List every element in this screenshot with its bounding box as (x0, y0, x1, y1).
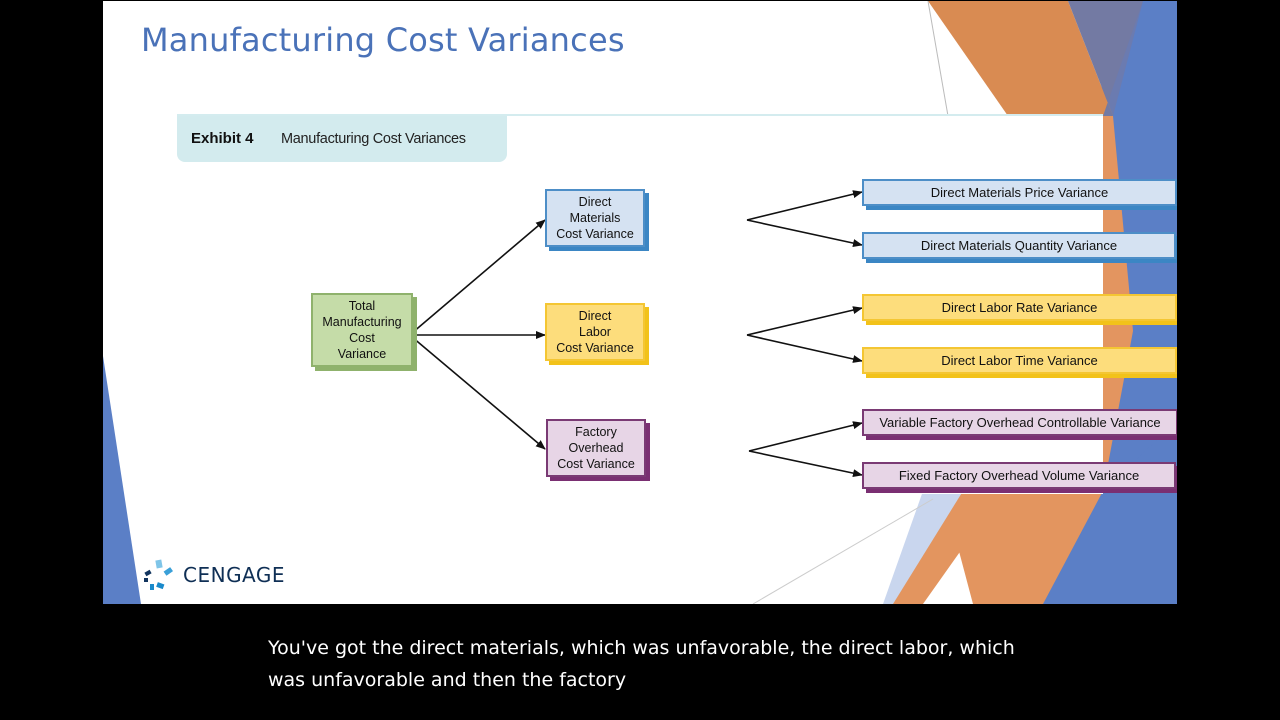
node-total-manufacturing-cost-variance: Total Manufacturing Cost Variance (311, 293, 413, 367)
exhibit-header: Exhibit 4 Manufacturing Cost Variances (177, 116, 507, 162)
node-variable-factory-overhead-controllable-variance: Variable Factory Overhead Controllable V… (862, 409, 1177, 436)
node-direct-labor-rate-variance: Direct Labor Rate Variance (862, 294, 1177, 321)
exhibit-caption: Manufacturing Cost Variances (281, 131, 466, 147)
logo-text: CENGAGE (183, 563, 286, 587)
cengage-logo: CENGAGE (143, 559, 285, 591)
exhibit-label: Exhibit 4 (191, 130, 254, 147)
exhibit-figure: Exhibit 4 Manufacturing Cost Variances (177, 114, 1177, 494)
cengage-logo-icon (144, 559, 173, 590)
node-direct-materials-quantity-variance: Direct Materials Quantity Variance (862, 232, 1176, 259)
node-fixed-factory-overhead-volume-variance: Fixed Factory Overhead Volume Variance (862, 462, 1176, 489)
node-direct-labor-time-variance: Direct Labor Time Variance (862, 347, 1177, 374)
node-direct-materials-cost-variance: Direct Materials Cost Variance (545, 189, 645, 247)
node-direct-labor-cost-variance: Direct Labor Cost Variance (545, 303, 645, 361)
video-subtitle: You've got the direct materials, which w… (268, 637, 1015, 691)
presentation-slide: Manufacturing Cost Variances Exhibit 4 M… (103, 1, 1177, 604)
node-direct-materials-price-variance: Direct Materials Price Variance (862, 179, 1177, 206)
node-factory-overhead-cost-variance: Factory Overhead Cost Variance (546, 419, 646, 477)
diagram-arrows (411, 190, 863, 478)
slide-title: Manufacturing Cost Variances (141, 21, 625, 59)
